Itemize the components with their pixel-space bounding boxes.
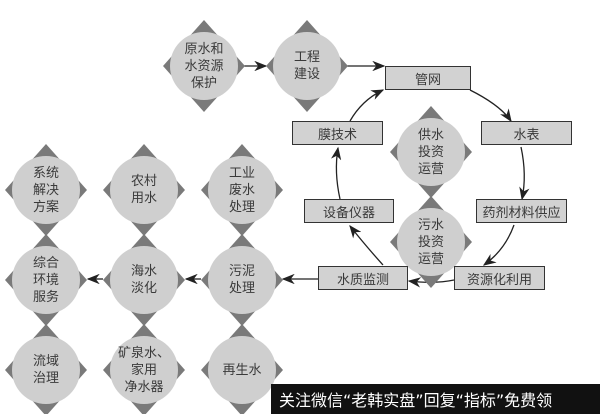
arrow-membrane-to-pipe <box>349 89 385 122</box>
arrow-quality-to-equipment <box>349 224 384 266</box>
node-desalination: 海水 淡化 <box>103 234 185 326</box>
arrow-meter-to-chemicals <box>519 146 530 201</box>
node-system-solution: 系统 解决 方案 <box>5 144 87 236</box>
node-industrial-wastewater: 工业 废水 处理 <box>201 144 283 236</box>
node-basin: 流域 治理 <box>5 324 87 414</box>
box-membrane: 膜技术 <box>292 121 383 145</box>
node-raw-water-protection: 原水和 水资源 保护 <box>163 20 245 112</box>
box-resource-use: 资源化利用 <box>454 266 545 290</box>
box-pipe-network: 管网 <box>385 66 471 90</box>
box-quality-monitor: 水质监测 <box>318 266 408 290</box>
box-equipment: 设备仪器 <box>304 199 394 223</box>
arrow-chemicals-to-resource <box>482 224 515 266</box>
node-integrated-env: 综合 环境 服务 <box>5 234 87 326</box>
arrow-equipment-to-membrane <box>330 146 342 200</box>
box-water-meter: 水表 <box>481 121 572 145</box>
watermark-banner: 关注微信“老韩实盘”回复“指标”免费领 <box>271 384 600 414</box>
node-rural-water: 农村 用水 <box>103 144 185 236</box>
node-recycled-water: 再生水 <box>201 324 283 414</box>
box-chemicals: 药剂材料供应 <box>476 199 567 223</box>
node-mineral-water: 矿泉水、 家用 净水器 <box>103 324 185 414</box>
arrow-pipe-to-meter <box>469 89 512 123</box>
node-sludge: 污泥 处理 <box>201 234 283 326</box>
node-water-supply-invest: 供水 投资 运营 <box>390 106 472 198</box>
node-engineering: 工程 建设 <box>266 20 348 112</box>
